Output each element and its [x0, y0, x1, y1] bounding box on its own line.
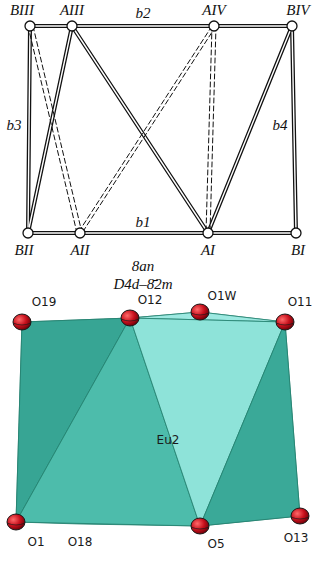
- polyhedron-symbol-text: 8an: [132, 258, 155, 274]
- atom-label-text: O5: [207, 537, 224, 551]
- oxygen-atoms: [7, 304, 309, 534]
- vertex-label: BIII: [10, 2, 34, 19]
- atom-label: O11: [288, 295, 313, 309]
- atom-label-text: O19: [32, 295, 57, 309]
- vertex-label-text: AI: [201, 242, 215, 258]
- atom-label-text: O12: [138, 293, 163, 307]
- vertex-circles: [23, 21, 301, 238]
- vertex-label-text: AII: [70, 242, 89, 258]
- atom-label-text: Eu2: [157, 433, 180, 447]
- point-group-label-text: D4d–8̄2m: [113, 276, 172, 292]
- edge-label-text: b3: [7, 117, 22, 133]
- edge-label: b2: [136, 5, 151, 22]
- vertex-label-text: BII: [14, 242, 33, 258]
- edge-label-text: b2: [136, 5, 151, 21]
- edge-label-text: b4: [273, 117, 288, 133]
- atom-label: O19: [32, 295, 57, 309]
- edge-label: b1: [136, 214, 151, 231]
- vertex-label: AII: [70, 242, 89, 259]
- atom-label: O1W: [208, 289, 237, 303]
- edge-label-text: b1: [136, 214, 151, 230]
- vertex-label-text: BI: [291, 242, 305, 258]
- atom-label: O1: [27, 535, 44, 549]
- vertex-label: AI: [201, 242, 215, 259]
- atom-label-text: O1: [27, 535, 44, 549]
- atom-label-text: O1W: [208, 289, 237, 303]
- coordination-polyhedron: [16, 312, 300, 526]
- vertex-label-text: BIII: [10, 2, 34, 18]
- atom-label: Eu2: [157, 433, 180, 447]
- antiprism-edges: [28, 26, 296, 233]
- atom-label-text: O11: [288, 295, 313, 309]
- vertex-label: AIV: [202, 2, 225, 19]
- vertex-label: AIII: [60, 2, 84, 19]
- atom-label: O5: [207, 537, 224, 551]
- vertex-label: BII: [14, 242, 33, 259]
- atom-label-text: O18: [68, 535, 93, 549]
- atom-label: O18: [68, 535, 93, 549]
- vertex-label: BI: [291, 242, 305, 259]
- vertex-label-text: BIV: [286, 2, 309, 18]
- vertex-label-text: AIII: [60, 2, 84, 18]
- edge-label: b3: [7, 117, 22, 134]
- point-group-label: D4d–8̄2m: [113, 276, 172, 293]
- vertex-label: BIV: [286, 2, 309, 19]
- atom-label: O13: [284, 531, 309, 545]
- atom-label: O12: [138, 293, 163, 307]
- vertex-label-text: AIV: [202, 2, 225, 18]
- edge-label: b4: [273, 117, 288, 134]
- atom-label-text: O13: [284, 531, 309, 545]
- polyhedron-symbol: 8an: [132, 258, 155, 275]
